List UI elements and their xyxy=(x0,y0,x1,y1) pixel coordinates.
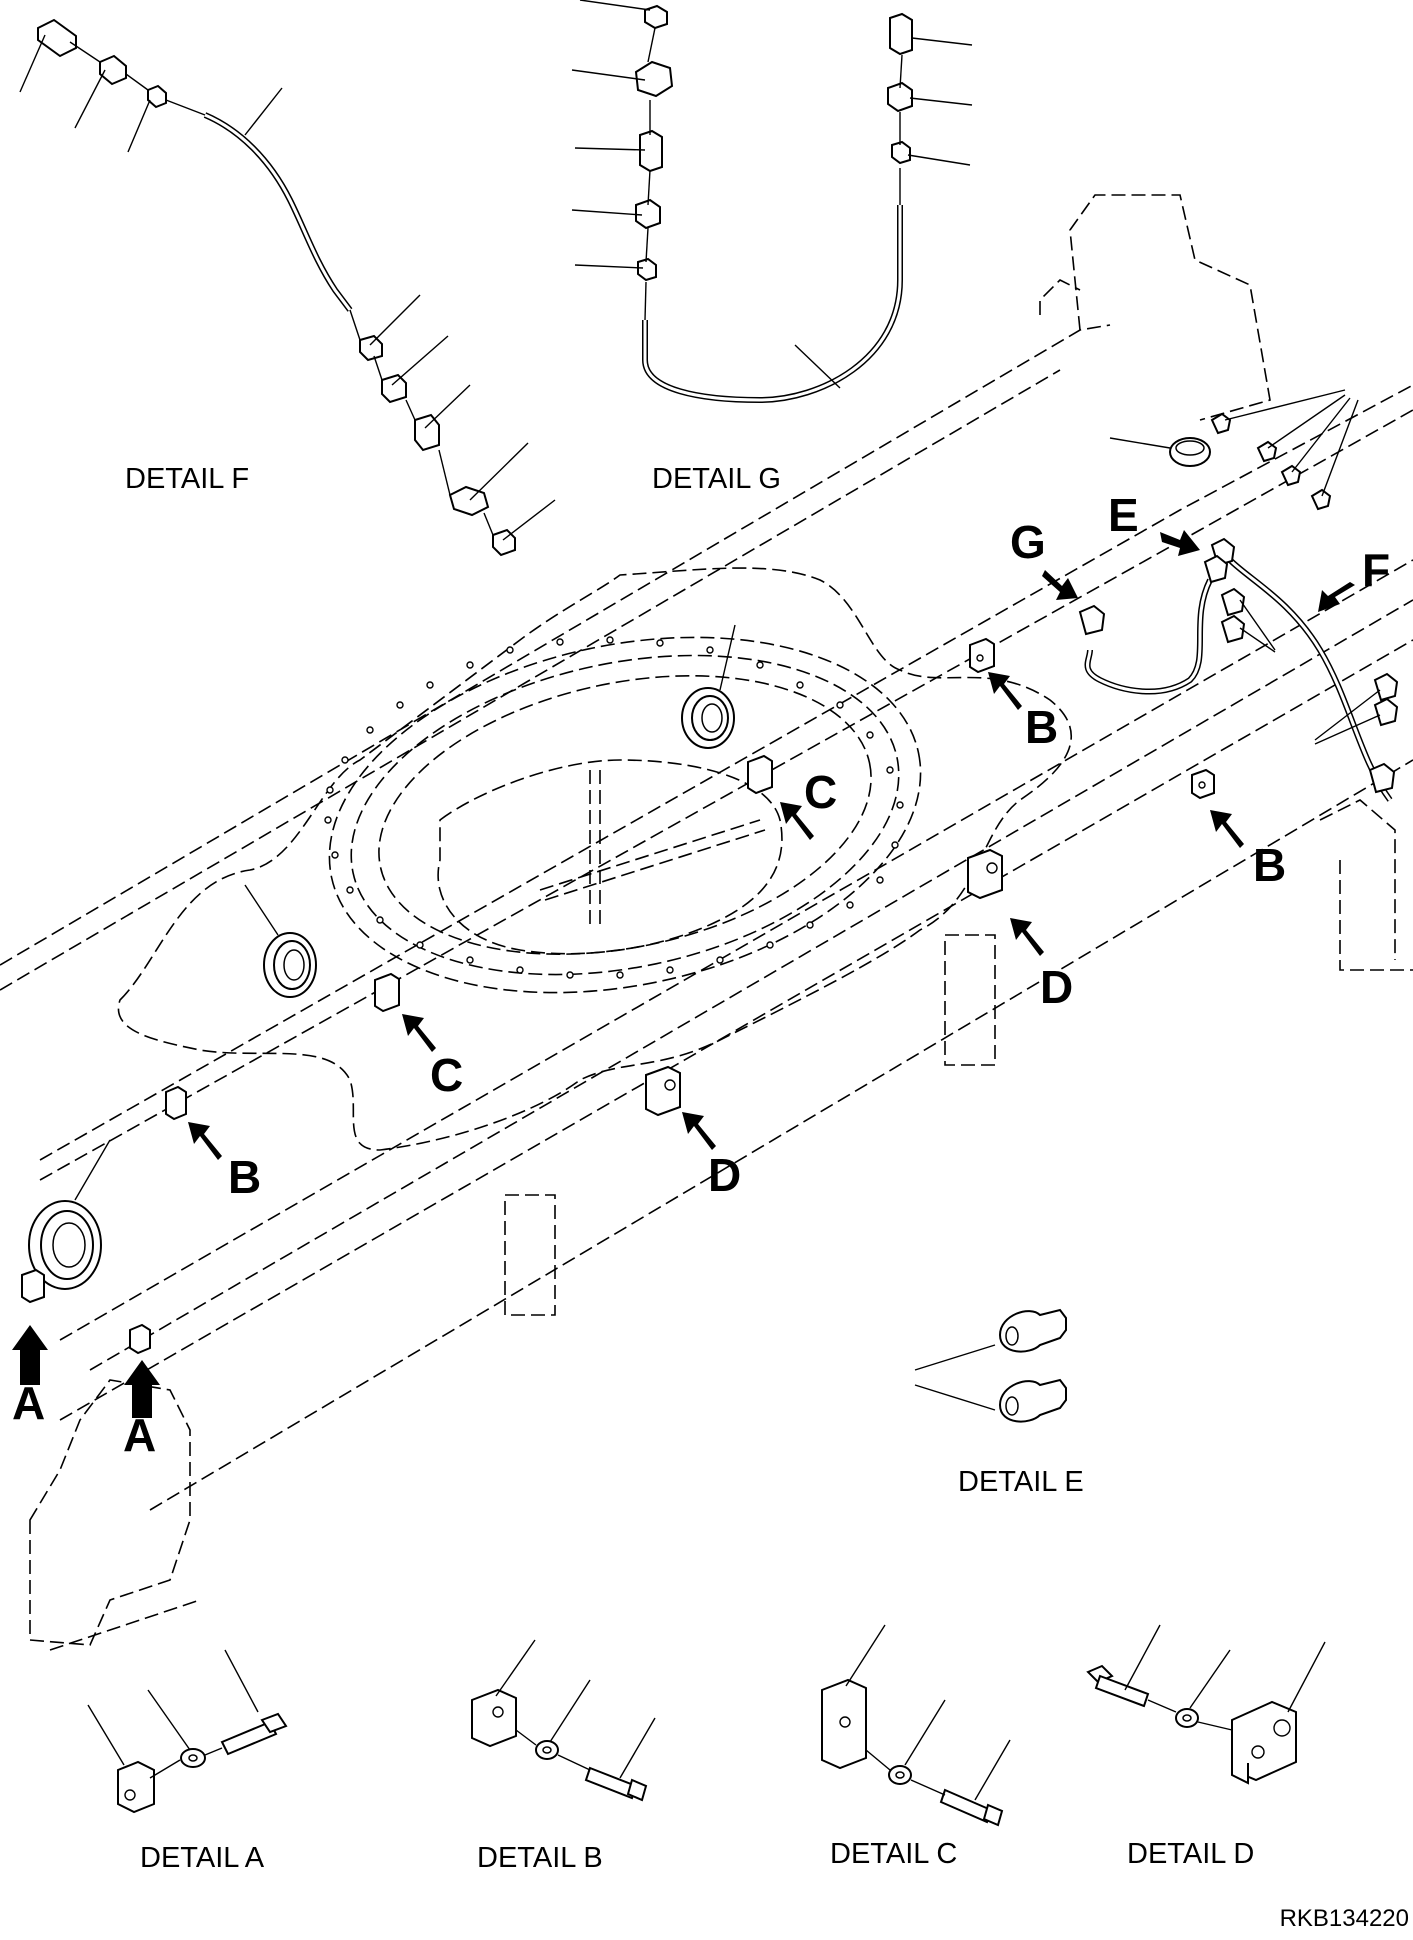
callout-f: F xyxy=(1362,544,1391,596)
clamp-c-upper xyxy=(747,754,773,795)
clamp-d-upper xyxy=(967,848,1003,900)
detail-a-label: DETAIL A xyxy=(140,1842,265,1874)
detail-d-drawing xyxy=(1086,1624,1326,1785)
clamp-b-lower xyxy=(165,1085,187,1121)
detail-c-drawing xyxy=(821,1624,1011,1827)
detail-g-drawing xyxy=(571,0,973,404)
detail-c-label: DETAIL C xyxy=(830,1838,958,1870)
drawing-reference-code: RKB134220 xyxy=(1279,1905,1409,1932)
callout-c-lower: C xyxy=(430,1049,464,1101)
clamp-a-left xyxy=(21,1268,45,1304)
seal-grommet-middle xyxy=(244,884,317,998)
callout-d-upper: D xyxy=(1040,961,1074,1013)
clamp-d-lower xyxy=(645,1065,681,1117)
callout-a-right: A xyxy=(123,1409,157,1461)
callout-c-upper: C xyxy=(804,766,838,818)
callout-b-upper: B xyxy=(1025,701,1059,753)
callout-g: G xyxy=(1010,516,1046,568)
callout-b-lower: B xyxy=(228,1151,262,1203)
detail-d-label: DETAIL D xyxy=(1127,1838,1255,1870)
clamp-b-right xyxy=(1191,768,1215,800)
hose-assembly-main xyxy=(1078,537,1399,802)
detail-a-drawing xyxy=(87,1649,288,1814)
grease-fittings-group xyxy=(1210,389,1359,511)
seal-grommet-top xyxy=(681,624,736,749)
bolt-hole-ring xyxy=(324,636,904,979)
detail-f-label: DETAIL F xyxy=(125,463,250,495)
detail-e-drawing xyxy=(914,1308,1067,1423)
frame-outline xyxy=(0,194,1413,1651)
callout-e: E xyxy=(1108,489,1139,541)
callout-b-right: B xyxy=(1253,839,1287,891)
detail-b-drawing xyxy=(471,1639,656,1802)
callout-d-lower: D xyxy=(708,1149,742,1201)
detail-b-label: DETAIL B xyxy=(477,1842,603,1874)
clamp-a-right xyxy=(129,1323,151,1355)
cap-plug xyxy=(1109,437,1211,467)
seal-grommet-bottom xyxy=(28,1139,111,1290)
clamp-c-lower xyxy=(374,972,400,1013)
detail-f-drawing xyxy=(19,18,556,557)
callout-arrows xyxy=(12,530,1355,1418)
clamp-b-upper xyxy=(969,637,995,674)
callout-a-left: A xyxy=(12,1377,46,1429)
detail-g-label: DETAIL G xyxy=(652,463,781,495)
detail-e-label: DETAIL E xyxy=(958,1466,1084,1498)
